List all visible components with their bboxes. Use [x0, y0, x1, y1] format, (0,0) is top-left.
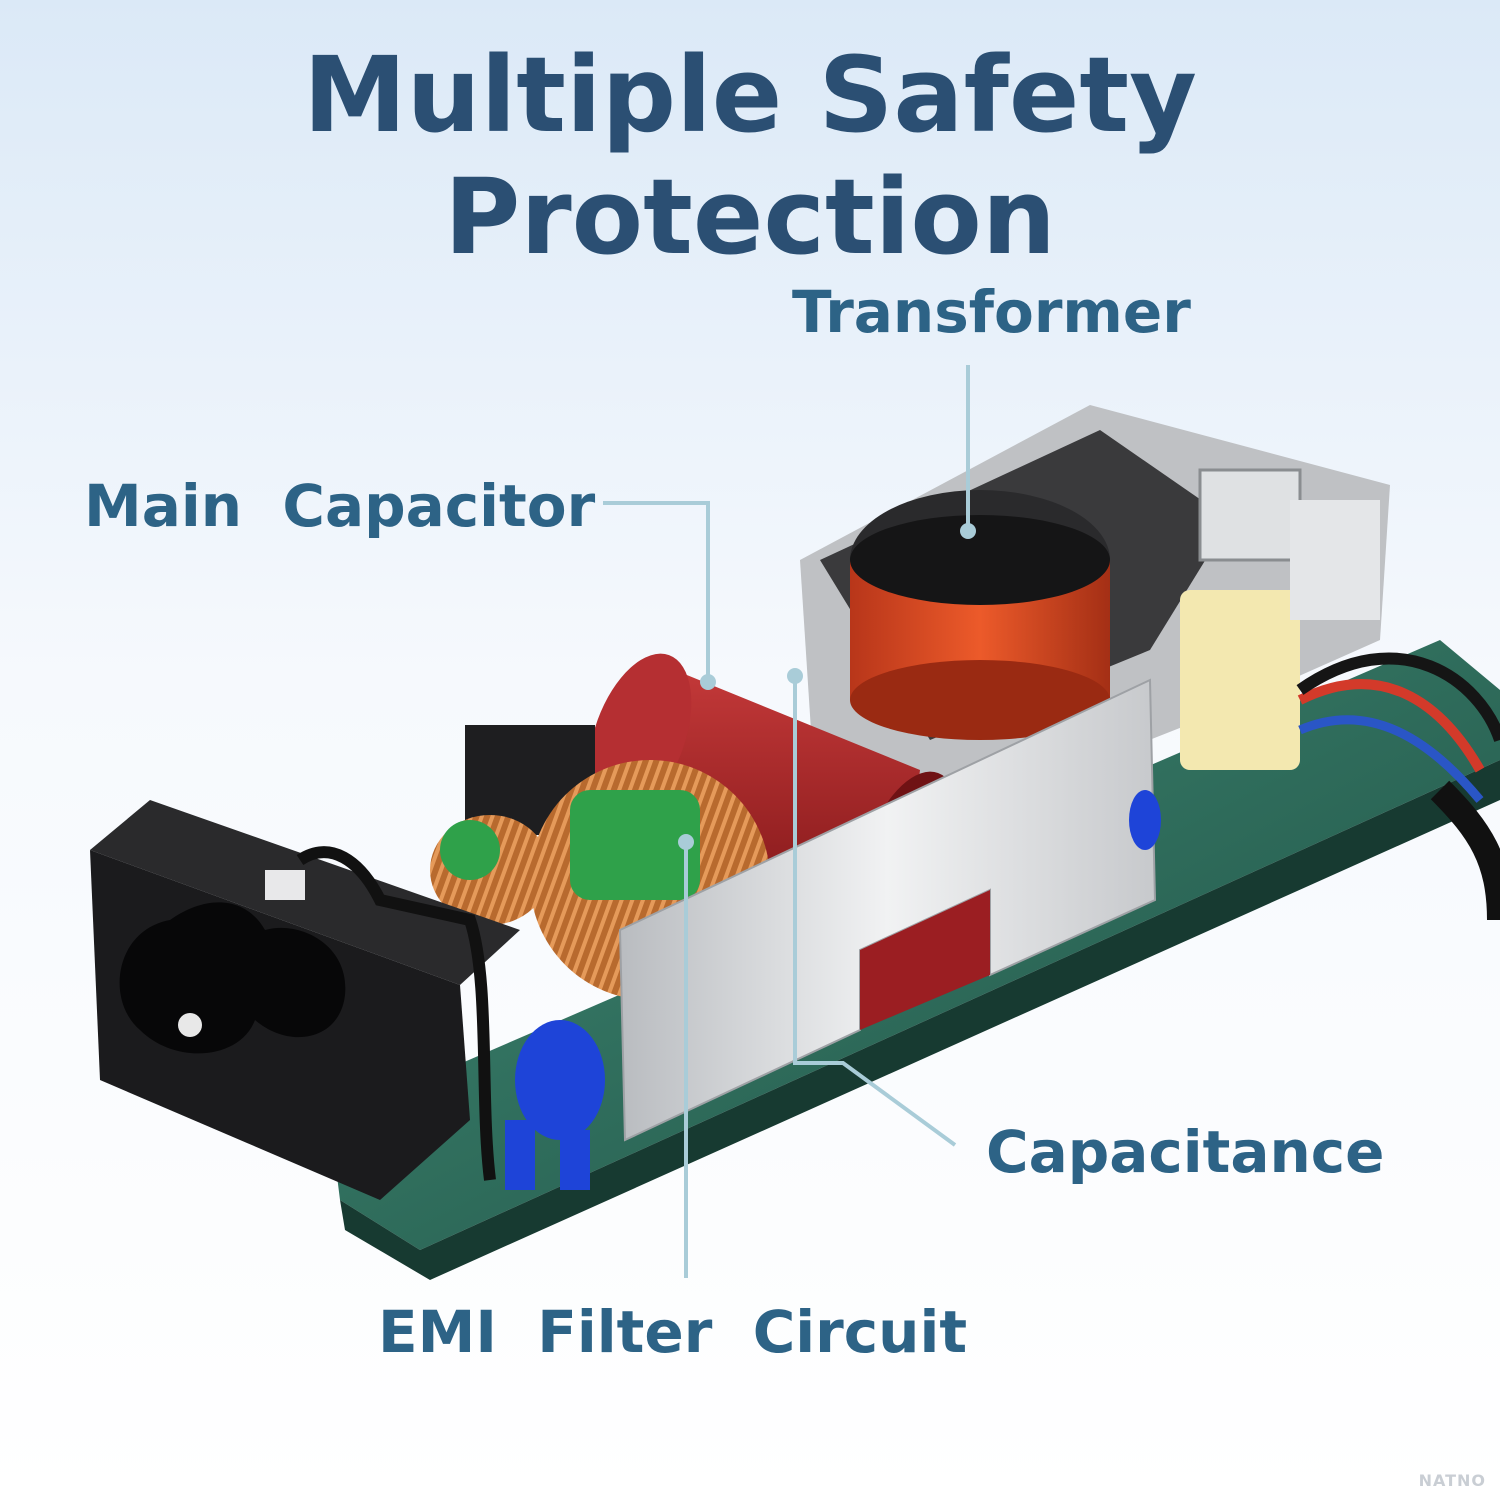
brand-watermark: NATNO	[1418, 1471, 1486, 1490]
blue-y-capacitor	[515, 1020, 605, 1140]
main-capacitor-callout-line	[603, 501, 710, 682]
callout-lines	[603, 365, 970, 1278]
output-connector	[1198, 468, 1302, 562]
callout-dots	[678, 523, 976, 850]
page-title: Multiple Safety Protection	[303, 34, 1197, 278]
emi-filter-circuit-label: EMI Filter Circuit	[378, 1298, 968, 1366]
transformer-label: Transformer	[792, 278, 1191, 346]
output-wires	[1297, 679, 1485, 773]
main-capacitor-label: Main Capacitor	[84, 472, 596, 540]
capacitance-label: Capacitance	[986, 1118, 1385, 1186]
capacitance-callout-line	[793, 676, 957, 1147]
